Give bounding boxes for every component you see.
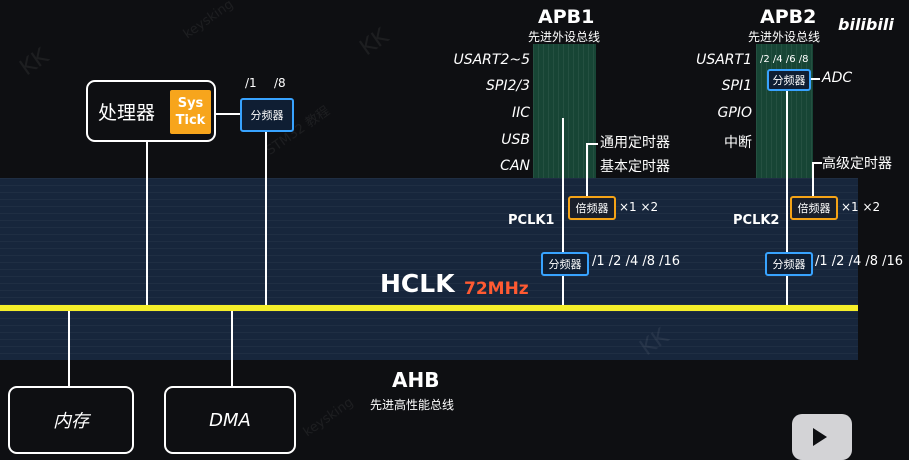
memory-block: 内存 — [8, 386, 134, 454]
bilibili-tv-icon — [792, 414, 852, 460]
adc-wire — [808, 78, 820, 80]
dma-label: DMA — [209, 409, 251, 431]
memory-bus-wire — [68, 311, 70, 388]
pclk1-label: PCLK1 — [508, 213, 555, 228]
systick-block: Sys Tick — [170, 90, 211, 134]
cpu-label: 处理器 — [98, 101, 156, 124]
systick-line2: Tick — [175, 113, 206, 128]
systick-div-8: /8 — [274, 76, 286, 90]
pclk2-label: PCLK2 — [733, 213, 780, 228]
systick-link-wire — [214, 113, 240, 115]
ahb-title: AHB — [392, 368, 440, 392]
general-timer-label: 通用定时器 — [600, 135, 670, 151]
pclk1-div-ratio: /1 /2 /4 /8 /16 — [592, 254, 681, 269]
apb1-main-wire — [562, 118, 564, 306]
hclk-label: HCLK — [380, 269, 455, 298]
ahb-bus-line — [0, 305, 858, 311]
apb2-peripheral-gpio: GPIO — [717, 105, 752, 121]
cpu-bus-wire — [146, 140, 148, 306]
watermark-tile: keysking — [180, 0, 237, 43]
apb1-timer-wire-h — [586, 143, 598, 145]
apb2-peripheral-usart: USART1 — [696, 52, 752, 68]
pclk1-divider: 分频器 — [541, 252, 589, 276]
basic-timer-label: 基本定时器 — [600, 159, 670, 175]
apb2-timer-wire-h — [812, 162, 822, 164]
apb1-timer-wire-v — [586, 143, 588, 196]
advanced-timer-label: 高级定时器 — [822, 156, 892, 172]
ahb-subtitle: 先进高性能总线 — [370, 398, 455, 412]
apb1-subtitle: 先进外设总线 — [528, 30, 601, 44]
dma-block: DMA — [164, 386, 296, 454]
watermark-tile: keysking — [300, 394, 357, 441]
systick-div-1: /1 — [245, 76, 257, 90]
pclk2-multiplier: 倍频器 — [790, 196, 838, 220]
apb1-peripheral-usb: USB — [501, 132, 530, 148]
apb2-main-wire — [786, 90, 788, 306]
pclk1-mult-ratio: ×1 ×2 — [619, 200, 659, 214]
apb2-timer-wire-v — [812, 162, 814, 196]
bilibili-logo: bilibili — [838, 15, 894, 34]
dma-bus-wire — [231, 311, 233, 388]
systick-divider: 分频器 — [240, 98, 294, 132]
apb2-peripheral-spi: SPI1 — [721, 78, 752, 94]
systick-line1: Sys — [177, 96, 204, 111]
apb2-title: APB2 — [760, 6, 817, 28]
pclk2-mult-ratio: ×1 ×2 — [841, 200, 881, 214]
apb2-peripheral-interrupt: 中断 — [724, 135, 752, 151]
memory-label: 内存 — [53, 411, 89, 432]
pclk2-divider: 分频器 — [765, 252, 813, 276]
adc-div-ratio: /2 /4 /6 /8 — [760, 54, 809, 65]
apb2-region — [756, 44, 813, 178]
adc-label: ADC — [822, 70, 853, 86]
pclk2-div-ratio: /1 /2 /4 /8 /16 — [815, 254, 904, 269]
apb2-subtitle: 先进外设总线 — [748, 30, 821, 44]
pclk1-multiplier: 倍频器 — [568, 196, 616, 220]
systick-divider-wire — [265, 130, 267, 306]
watermark-tile: KK — [355, 23, 394, 62]
apb1-peripheral-iic: IIC — [511, 105, 530, 121]
ahb-region — [0, 178, 858, 360]
watermark-tile: KK — [15, 43, 54, 82]
apb1-peripheral-spi: SPI2/3 — [486, 78, 530, 94]
apb1-peripheral-can: CAN — [500, 158, 530, 174]
apb1-peripheral-usart: USART2~5 — [453, 52, 530, 68]
apb1-title: APB1 — [538, 6, 595, 28]
adc-divider: 分频器 — [767, 69, 811, 91]
apb1-region — [533, 44, 596, 178]
hclk-frequency: 72MHz — [464, 279, 529, 299]
